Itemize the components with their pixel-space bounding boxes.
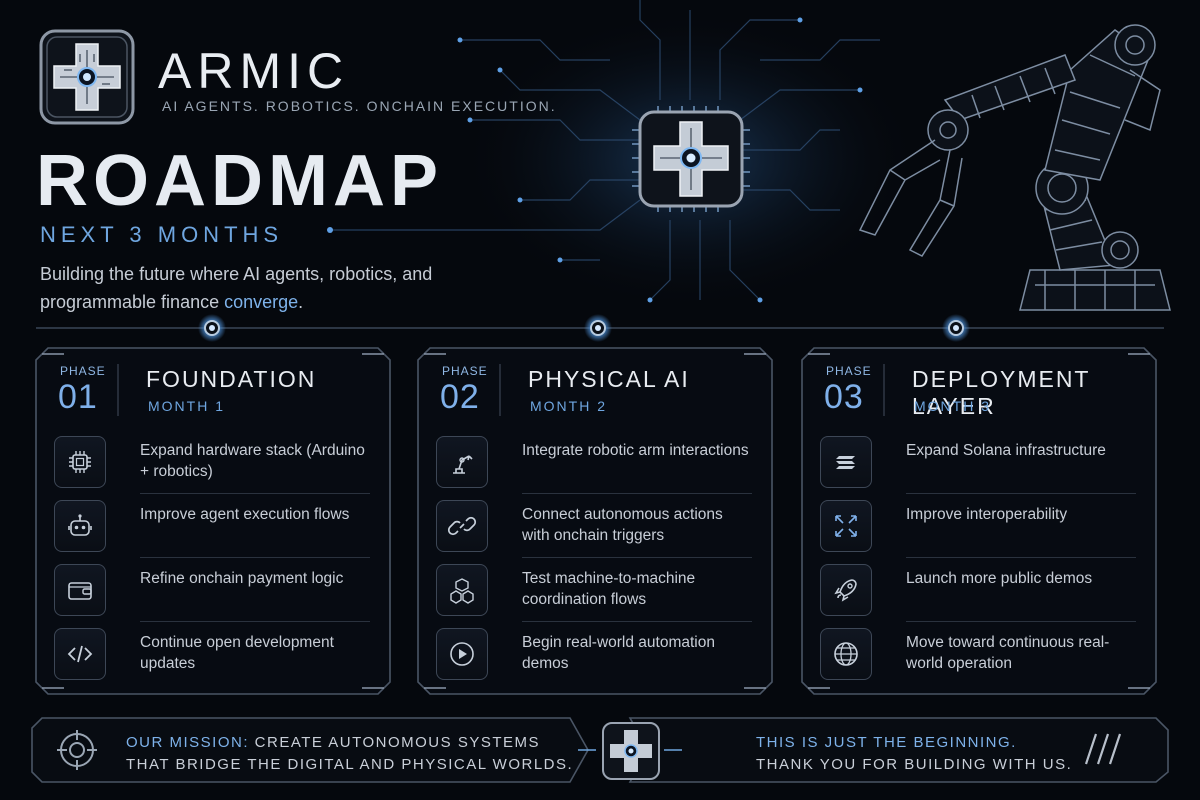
item-divider xyxy=(140,621,370,622)
phase-item-text: Move toward continuous real-world operat… xyxy=(906,634,1110,672)
phase-number: 01 xyxy=(58,378,98,416)
mission-statement: OUR MISSION: CREATE AUTONOMOUS SYSTEMS T… xyxy=(126,734,574,773)
item-divider xyxy=(522,493,752,494)
brand-name: ARMIC xyxy=(158,43,350,99)
phase-card-frame xyxy=(801,347,1157,695)
chip-icon xyxy=(54,436,106,488)
item-divider xyxy=(140,493,370,494)
phase-item-text: Test machine-to-machine coordination flo… xyxy=(522,570,696,608)
phase-item: Move toward continuous real-world operat… xyxy=(818,622,1140,686)
phase-number: 02 xyxy=(440,378,480,416)
phase-item: Continue open development updates xyxy=(52,622,374,686)
phase-item-text: Integrate robotic arm interactions xyxy=(522,442,749,459)
phase-item: Integrate robotic arm interactions xyxy=(434,430,756,494)
item-divider xyxy=(522,621,752,622)
robot-icon xyxy=(54,500,106,552)
item-divider xyxy=(522,557,752,558)
globe-icon xyxy=(820,628,872,680)
footer-frame xyxy=(31,717,1169,783)
closing-statement: THIS IS JUST THE BEGINNING.THANK YOU FOR… xyxy=(756,734,1073,773)
slash-decoration-icon xyxy=(1084,733,1122,765)
phase-item-text: Expand hardware stack (Arduino + robotic… xyxy=(140,442,365,480)
intro-text: Building the future where AI agents, rob… xyxy=(40,264,433,312)
phase-item: Begin real-world automation demos xyxy=(434,622,756,686)
phase-item-text: Improve interoperability xyxy=(906,506,1068,523)
brand-tagline: AI AGENTS. ROBOTICS. ONCHAIN EXECUTION. xyxy=(162,98,557,114)
item-divider xyxy=(906,621,1136,622)
phase-item: Expand Solana infrastructure xyxy=(818,430,1140,494)
phase-item-text: Expand Solana infrastructure xyxy=(906,442,1106,459)
phase-title: FOUNDATION xyxy=(146,366,317,392)
phase-label: PHASE xyxy=(60,364,106,378)
phase-item-text: Refine onchain payment logic xyxy=(140,570,344,587)
page-subtitle: NEXT 3 MONTHS xyxy=(40,222,284,247)
phase-item: Test machine-to-machine coordination flo… xyxy=(434,558,756,622)
central-chip-icon xyxy=(632,106,750,212)
closing-highlight: THIS IS JUST THE BEGINNING. xyxy=(756,734,1017,751)
phase-item-text: Begin real-world automation demos xyxy=(522,634,715,672)
code-icon xyxy=(54,628,106,680)
phase-title: DEPLOYMENT LAYER xyxy=(912,366,1091,419)
phase-card-frame xyxy=(35,347,391,695)
phase-card-frame xyxy=(417,347,773,695)
phase-item-text: Connect autonomous actions with onchain … xyxy=(522,506,723,544)
intro-highlight: converge xyxy=(224,292,299,312)
phase-item-text: Improve agent execution flows xyxy=(140,506,350,523)
phase-label: PHASE xyxy=(442,364,488,378)
phase-month: MONTH 2 xyxy=(530,398,607,414)
mission-label: OUR MISSION: xyxy=(126,734,250,751)
phase-item: Expand hardware stack (Arduino + robotic… xyxy=(52,430,374,494)
phase-month: MONTH 1 xyxy=(148,398,225,414)
phase-item: Improve agent execution flows xyxy=(52,494,374,558)
play-icon xyxy=(436,628,488,680)
phase-item: Improve interoperability xyxy=(818,494,1140,558)
phase-number: 03 xyxy=(824,378,864,416)
phase-title: PHYSICAL AI xyxy=(528,366,690,392)
item-divider xyxy=(906,557,1136,558)
item-divider xyxy=(140,557,370,558)
phase-label: PHASE xyxy=(826,364,872,378)
rocket-icon xyxy=(820,564,872,616)
page-title: ROADMAP xyxy=(36,141,443,221)
phase-month: MONTH 3 xyxy=(914,398,991,414)
phase-item: Launch more public demos xyxy=(818,558,1140,622)
phase-item: Connect autonomous actions with onchain … xyxy=(434,494,756,558)
robotic-arm-icon xyxy=(436,436,488,488)
link-icon xyxy=(436,500,488,552)
phase-item-text: Continue open development updates xyxy=(140,634,334,672)
armic-logo-icon xyxy=(39,29,135,125)
phase-item: Refine onchain payment logic xyxy=(52,558,374,622)
cubes-icon xyxy=(436,564,488,616)
expand-icon xyxy=(820,500,872,552)
target-icon xyxy=(57,730,97,770)
footer-logo-icon xyxy=(602,722,660,780)
robotic-arm-illustration xyxy=(858,24,1171,311)
phase-item-text: Launch more public demos xyxy=(906,570,1093,587)
item-divider xyxy=(906,493,1136,494)
wallet-icon xyxy=(54,564,106,616)
solana-icon xyxy=(820,436,872,488)
